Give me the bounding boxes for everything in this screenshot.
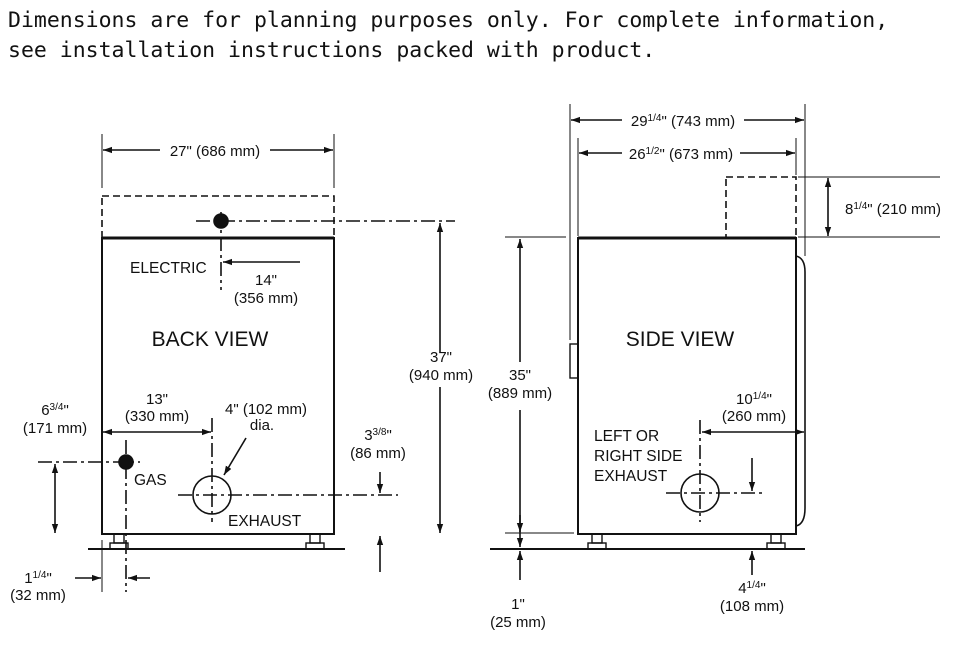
side-height-inches: 35" xyxy=(509,367,531,384)
side-view-labels: SIDE VIEW LEFT OR RIGHT SIDE EXHAUST 291… xyxy=(488,113,941,631)
side-leg-left xyxy=(587,533,607,550)
gas-connection-point xyxy=(118,454,134,470)
side-height-mm: (889 mm) xyxy=(488,385,552,402)
side-exhaust-offset-mm: (260 mm) xyxy=(722,408,786,425)
side-rear-bracket xyxy=(569,343,579,379)
back-leg-left xyxy=(109,533,129,550)
back-view-title: BACK VIEW xyxy=(152,328,269,351)
side-exhaust-note-line-2: RIGHT SIDE xyxy=(594,448,682,465)
leg-height-inches: 1" xyxy=(511,596,525,613)
vent-outline-dashed xyxy=(725,176,797,239)
depth-overall-label: 291/4" (743 mm) xyxy=(631,113,735,130)
back-exhaust-label: EXHAUST xyxy=(228,513,302,530)
gas-offset-mm: (32 mm) xyxy=(10,587,66,604)
back-height-inches: 37" xyxy=(430,349,452,366)
exhaust-size-label: 4" (102 mm) xyxy=(225,401,307,418)
side-exhaust-height-inches: 41/4" xyxy=(738,580,766,597)
planning-disclaimer: Dimensions are for planning purposes onl… xyxy=(8,6,948,66)
back-cabinet xyxy=(101,237,335,535)
electric-connection-point xyxy=(213,213,229,229)
disclaimer-line-1: Dimensions are for planning purposes onl… xyxy=(8,8,889,33)
side-view-title: SIDE VIEW xyxy=(626,328,735,351)
back-height-mm: (940 mm) xyxy=(409,367,473,384)
side-leg-right xyxy=(766,533,786,550)
electric-offset-mm: (356 mm) xyxy=(234,290,298,307)
back-view-labels: BACK VIEW ELECTRIC GAS EXHAUST 27" (686 … xyxy=(10,143,473,604)
side-exhaust-note-line-3: EXHAUST xyxy=(594,468,668,485)
exhaust-height-inches: 33/8" xyxy=(364,427,392,444)
side-exhaust-offset-inches: 101/4" xyxy=(736,391,772,408)
back-leg-right xyxy=(305,533,325,550)
side-exhaust-note-line-1: LEFT OR xyxy=(594,428,659,445)
side-door-bulge xyxy=(795,255,806,527)
gas-height-mm: (171 mm) xyxy=(23,420,87,437)
electric-offset-inches: 14" xyxy=(255,272,277,289)
gas-height-inches: 63/4" xyxy=(41,402,69,419)
disclaimer-line-2: see installation instructions packed wit… xyxy=(8,38,656,63)
exhaust-size-dia: dia. xyxy=(250,417,274,434)
vent-height-label: 81/4" (210 mm) xyxy=(845,201,941,218)
exhaust-offset-mm: (330 mm) xyxy=(125,408,189,425)
side-view xyxy=(490,104,940,580)
leg-height-mm: (25 mm) xyxy=(490,614,546,631)
gas-offset-inches: 11/4" xyxy=(24,570,52,587)
electric-label: ELECTRIC xyxy=(130,260,207,277)
side-exhaust-height-mm: (108 mm) xyxy=(720,598,784,615)
back-exhaust-leader xyxy=(223,437,247,476)
width-dimension-label: 27" (686 mm) xyxy=(170,143,260,160)
exhaust-offset-inches: 13" xyxy=(146,391,168,408)
gas-label: GAS xyxy=(134,472,167,489)
exhaust-height-mm: (86 mm) xyxy=(350,445,406,462)
side-cabinet xyxy=(577,237,797,535)
depth-cabinet-label: 261/2" (673 mm) xyxy=(629,146,733,163)
back-view xyxy=(38,134,455,592)
